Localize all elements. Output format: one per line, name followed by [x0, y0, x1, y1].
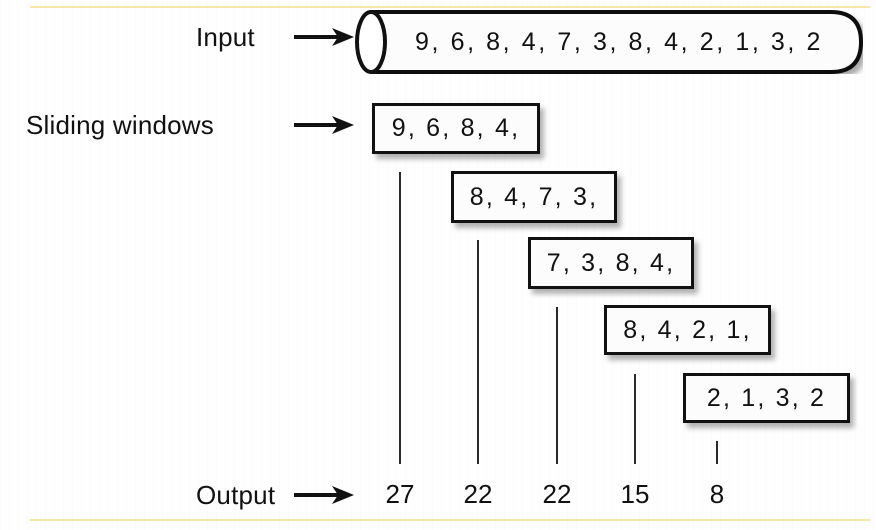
output-value-2: 22: [463, 479, 493, 509]
sliding-window-values-4: 8, 4, 2, 1,: [623, 315, 752, 344]
sliding-window-values-1: 9, 6, 8, 4,: [391, 114, 521, 142]
output-value-5: 8: [709, 479, 725, 509]
sliding-window-box-3: 7, 3, 8, 4,: [528, 237, 694, 289]
input-label: Input: [196, 22, 255, 52]
sliding-windows-label: Sliding windows: [26, 110, 214, 140]
input-stream-values: 9, 6, 8, 4, 7, 3, 8, 4, 2, 1, 3, 2: [414, 27, 824, 56]
connector-line-3: [556, 307, 558, 464]
sliding-window-values-3: 7, 3, 8, 4,: [546, 248, 676, 277]
output-label: Output: [196, 480, 276, 510]
connector-line-5: [716, 441, 718, 464]
sliding-windows-arrow-icon: [294, 116, 354, 134]
sliding-window-box-5: 2, 1, 3, 2: [683, 373, 850, 423]
input-cylinder: 9, 6, 8, 4, 7, 3, 8, 4, 2, 1, 3, 2: [355, 10, 863, 74]
output-value-3: 22: [542, 479, 572, 509]
input-arrow-icon: [294, 28, 354, 46]
output-value-4: 15: [620, 479, 650, 509]
sliding-window-values-2: 8, 4, 7, 3,: [469, 182, 599, 211]
sliding-window-box-1: 9, 6, 8, 4,: [372, 103, 540, 154]
connector-line-4: [634, 374, 636, 464]
cylinder-shape-icon: [355, 10, 863, 74]
sliding-window-box-2: 8, 4, 7, 3,: [451, 171, 617, 223]
connector-line-1: [399, 172, 401, 464]
sliding-window-values-5: 2, 1, 3, 2: [706, 383, 827, 412]
bottom-rule: [30, 519, 870, 521]
connector-line-2: [477, 240, 479, 464]
output-value-1: 27: [385, 479, 415, 509]
top-rule: [30, 6, 870, 8]
output-arrow-icon: [294, 486, 354, 504]
sliding-window-box-4: 8, 4, 2, 1,: [604, 305, 771, 355]
